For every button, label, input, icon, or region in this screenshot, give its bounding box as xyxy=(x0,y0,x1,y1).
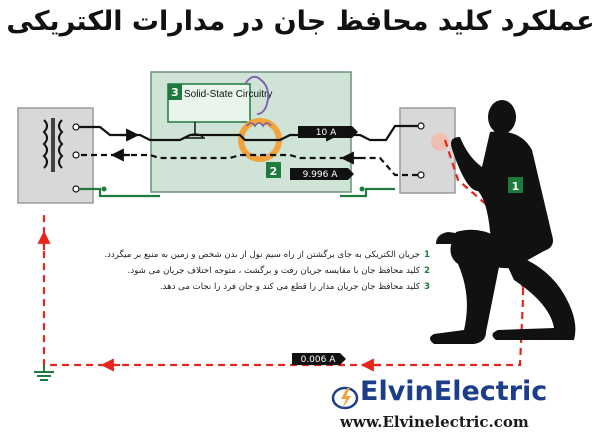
leakage-path xyxy=(42,180,525,367)
explanation-text: جریان الکتریکی به جای برگشتن از راه سیم … xyxy=(104,250,420,260)
person-silhouette: 1 xyxy=(430,100,576,344)
neutral-wire xyxy=(79,153,418,177)
return-current-value: 9.996 A xyxy=(303,170,339,180)
explanation-item: 3 کلید محافظ جان جریان مدار را قطع می کن… xyxy=(70,282,430,292)
solid-state-label: Solid-State Circuitry xyxy=(184,89,272,100)
explanation-text: کلید محافظ جان با مقایسه جریان رفت و برگ… xyxy=(127,266,420,276)
ground-wire-right xyxy=(340,187,395,198)
explanation-item: 2 کلید محافظ جان با مقایسه جریان رفت و ب… xyxy=(70,266,430,276)
return-current-tag: 9.996 A xyxy=(290,168,354,180)
load-box xyxy=(399,107,456,194)
step-1-badge: 1 xyxy=(512,180,520,193)
source-transformer xyxy=(17,107,94,204)
brand-name: ElvinElectric xyxy=(360,376,548,407)
explanation-list: 1 جریان الکتریکی به جای برگشتن از راه سی… xyxy=(70,250,430,298)
explanation-text: کلید محافظ جان جریان مدار را قطع می کند … xyxy=(159,282,420,292)
brand-logo-icon xyxy=(331,386,359,410)
page-title: عملکرد کلید محافظ جان در مدارات الکتریکی xyxy=(6,6,595,37)
explanation-number: 1 xyxy=(424,250,430,260)
ground-symbol xyxy=(34,365,54,381)
brand-url[interactable]: www.Elvinelectric.com xyxy=(340,413,529,431)
leak-current-value: 0.006 A xyxy=(301,355,337,365)
outgoing-current-tag: 10 A xyxy=(298,126,358,138)
ground-wire-left xyxy=(79,187,160,198)
explanation-number: 2 xyxy=(424,266,430,276)
explanation-item: 1 جریان الکتریکی به جای برگشتن از راه سی… xyxy=(70,250,430,260)
step-3-badge: 3 xyxy=(171,86,179,99)
explanation-number: 3 xyxy=(424,282,430,292)
leak-current-tag: 0.006 A xyxy=(292,353,346,365)
outgoing-current-value: 10 A xyxy=(316,128,337,138)
step-2-badge: 2 xyxy=(270,165,278,178)
